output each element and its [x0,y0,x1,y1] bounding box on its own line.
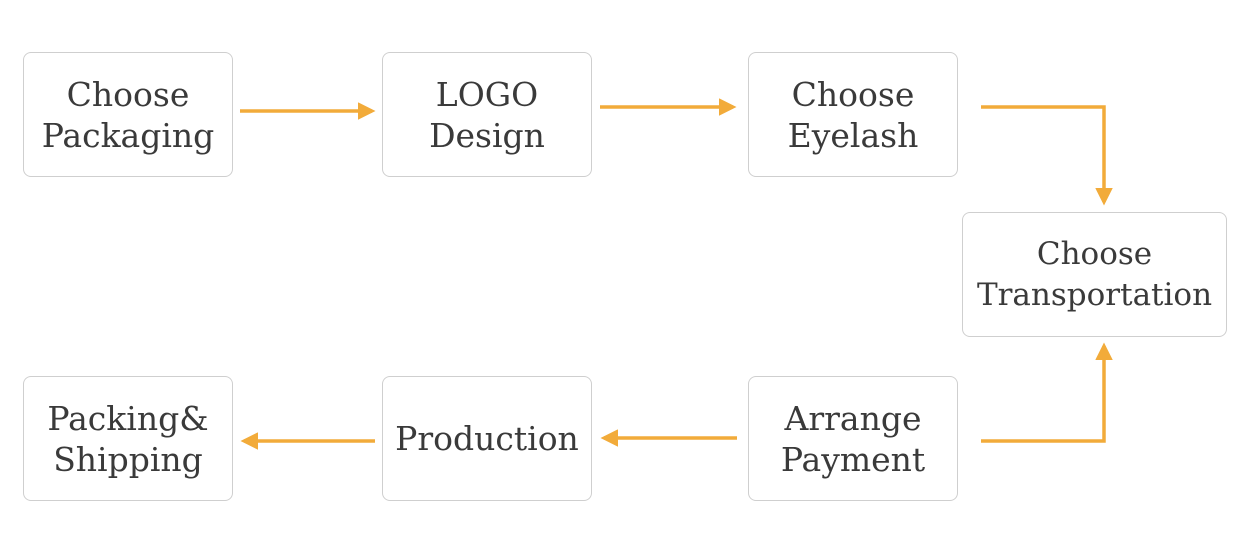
arrow-eyelash-to-transportation [981,105,1113,206]
step-choose-packaging: Choose Packaging [23,52,233,177]
step-choose-transportation: Choose Transportation [962,212,1227,337]
step-choose-eyelash: Choose Eyelash [748,52,958,177]
arrow-payment-to-transportation [981,342,1113,443]
step-packing-shipping: Packing& Shipping [23,376,233,501]
step-logo-design: LOGO Design [382,52,592,177]
step-production: Production [382,376,592,501]
step-arrange-payment: Arrange Payment [748,376,958,501]
